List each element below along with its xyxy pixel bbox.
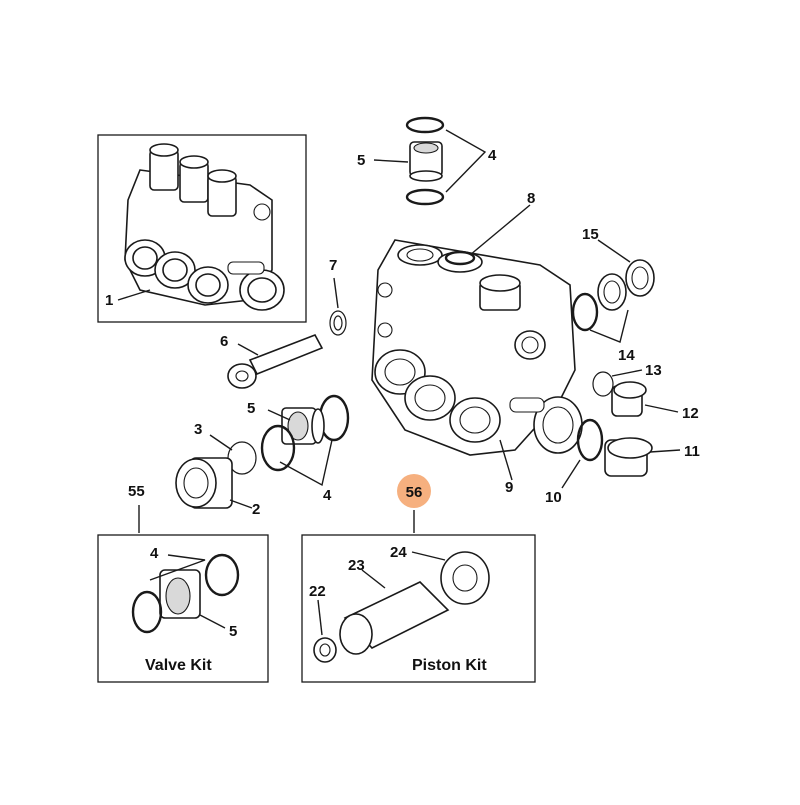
callout-13: 13 xyxy=(645,362,662,379)
callout-11: 11 xyxy=(684,443,700,460)
leader-13 xyxy=(611,369,643,377)
leader-4-kit xyxy=(149,554,206,581)
leader-10 xyxy=(561,459,581,489)
callout-10: 10 xyxy=(545,489,562,506)
callout-56-badge[interactable] xyxy=(397,474,431,508)
leader-24 xyxy=(411,551,446,561)
leader-11 xyxy=(649,449,681,453)
leader-3 xyxy=(209,434,233,451)
right-parts-group: 15 14 13 12 10 11 xyxy=(545,226,700,506)
leader-15 xyxy=(597,239,631,263)
seal-14b xyxy=(571,292,599,332)
callout-5-mid: 5 xyxy=(247,400,255,417)
callout-6: 6 xyxy=(220,333,228,350)
callout-9: 9 xyxy=(505,479,513,496)
callout-15: 15 xyxy=(582,226,599,243)
leader-4-mid xyxy=(279,439,333,487)
manifold-port-center xyxy=(437,251,483,273)
callout-5-kit: 5 xyxy=(229,623,237,640)
bolt-group: 6 xyxy=(220,333,324,389)
inset-frame xyxy=(97,134,307,323)
leader-2 xyxy=(229,499,253,509)
callout-4-top: 4 xyxy=(488,147,497,164)
callout-5-top: 5 xyxy=(357,152,365,169)
callout-12: 12 xyxy=(682,405,699,422)
main-manifold: 8 9 xyxy=(371,190,583,496)
callout-2: 2 xyxy=(252,501,260,518)
retaining-ring-group: 7 xyxy=(329,257,347,336)
top-seal-ring-upper xyxy=(405,116,445,134)
callout-56: 56 xyxy=(406,484,423,501)
callout-1: 1 xyxy=(105,292,113,309)
leader-5-top xyxy=(373,159,409,163)
callout-7: 7 xyxy=(329,257,337,274)
valve-kit-ring-right xyxy=(204,553,240,597)
leader-23 xyxy=(361,569,386,589)
valve-kit-box xyxy=(97,534,269,683)
piston-kit-group: 56 24 23 22 Piston Kit xyxy=(301,474,536,683)
assembled-pump-inset: 1 xyxy=(97,134,307,323)
retaining-ring xyxy=(329,310,347,336)
inset-valve-caps xyxy=(149,143,237,217)
callout-3: 3 xyxy=(194,421,202,438)
callout-23: 23 xyxy=(348,557,365,574)
piston-kit-title: Piston Kit xyxy=(412,657,487,674)
middle-valve-group: 5 3 4 2 xyxy=(175,394,350,518)
leader-7 xyxy=(333,277,339,309)
leader-14 xyxy=(589,309,629,343)
leader-5-kit xyxy=(199,614,226,629)
callout-14: 14 xyxy=(618,347,635,364)
leader-6 xyxy=(237,343,259,356)
leader-4-top xyxy=(445,129,487,193)
callout-55: 55 xyxy=(128,483,145,500)
valve-kit-ring-left xyxy=(131,590,163,634)
leader-5-mid xyxy=(267,409,291,421)
callout-22: 22 xyxy=(309,583,326,600)
top-valve-group: 5 4 xyxy=(357,116,497,206)
valve-kit-group: 55 4 5 Valve Kit xyxy=(97,483,269,683)
mid-seal-ring-left xyxy=(260,424,296,472)
callout-4-mid: 4 xyxy=(323,487,332,504)
callout-8: 8 xyxy=(527,190,535,207)
inset-lower-bosses xyxy=(124,203,285,311)
leader-22 xyxy=(317,599,323,636)
callout-24: 24 xyxy=(390,544,407,561)
top-seal-ring-lower xyxy=(405,188,445,206)
oring-10 xyxy=(576,418,604,462)
leader-9 xyxy=(499,439,513,481)
piston-kit-box xyxy=(301,534,536,683)
valve-kit-title: Valve Kit xyxy=(145,657,212,674)
leader-12 xyxy=(644,404,679,413)
leader-8 xyxy=(469,204,531,256)
callout-4-kit: 4 xyxy=(150,545,159,562)
leader-1 xyxy=(117,289,151,301)
bolt-shaft xyxy=(248,334,324,376)
oring-13 xyxy=(592,371,614,397)
